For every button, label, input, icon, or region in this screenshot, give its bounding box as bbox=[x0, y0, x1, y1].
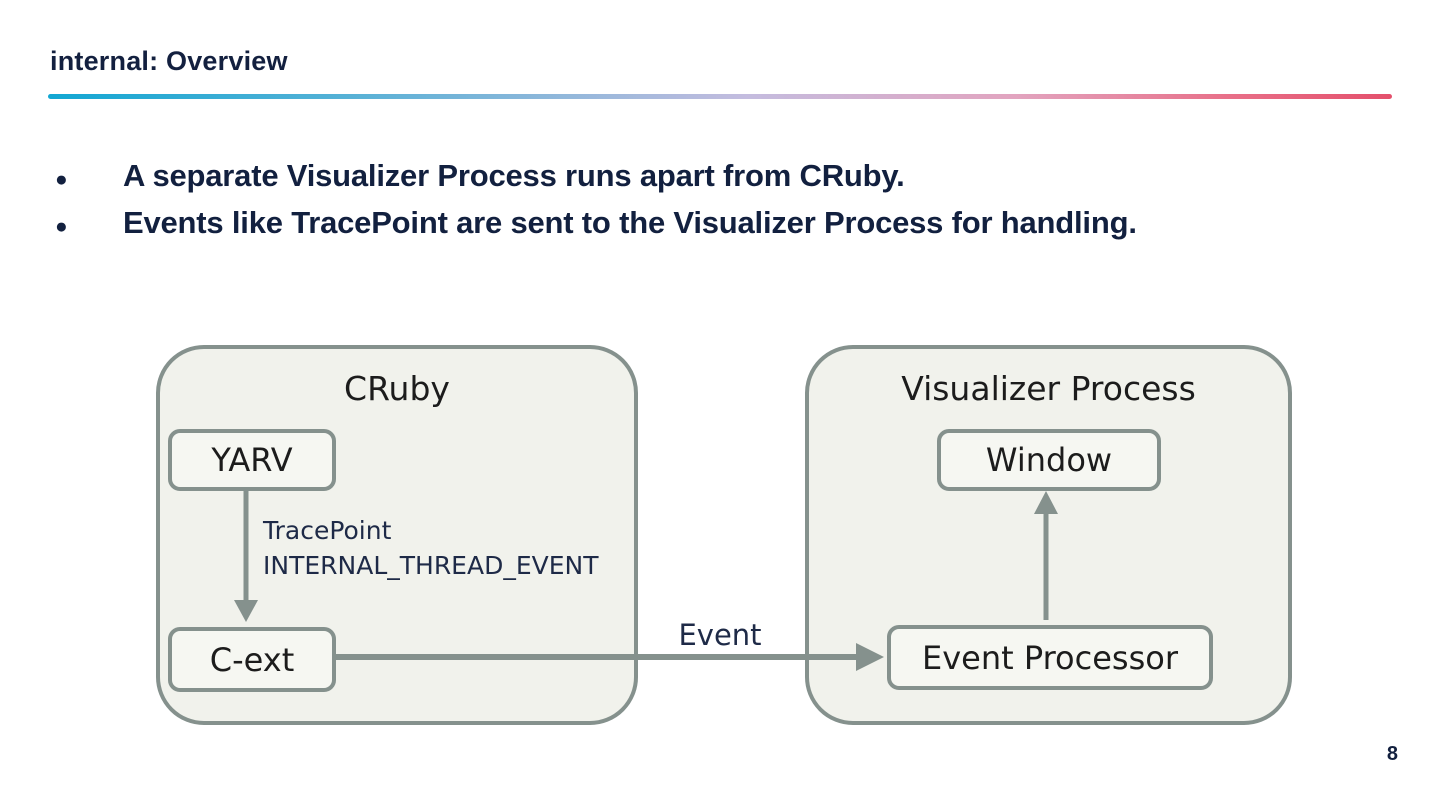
yarv-node: YARV bbox=[168, 429, 336, 491]
bullet-text: Events like TracePoint are sent to the V… bbox=[123, 205, 1137, 240]
event-processor-node: Event Processor bbox=[887, 625, 1213, 690]
event-edge-label: Event bbox=[678, 618, 762, 652]
window-node-label: Window bbox=[985, 441, 1113, 479]
event-processor-node-label: Event Processor bbox=[922, 638, 1178, 677]
page-title: internal: Overview bbox=[50, 46, 288, 76]
bullet-dot-icon: ● bbox=[55, 215, 68, 238]
visualizer-process-container-title: Visualizer Process bbox=[901, 369, 1196, 408]
page-number: 8 bbox=[1386, 743, 1398, 765]
bullet-item: ● A separate Visualizer Process runs apa… bbox=[55, 158, 1395, 194]
window-node: Window bbox=[937, 429, 1161, 491]
bullet-text: A separate Visualizer Process runs apart… bbox=[123, 158, 905, 193]
tracepoint-edge-label-line1: TracePoint bbox=[263, 516, 392, 545]
accent-gradient-rule bbox=[48, 94, 1392, 99]
cruby-container-title: CRuby bbox=[344, 369, 450, 408]
cruby-container: CRuby YARV C-ext bbox=[156, 345, 638, 725]
visualizer-process-container: Visualizer Process Window Event Processo… bbox=[805, 345, 1292, 725]
bullet-item: ● Events like TracePoint are sent to the… bbox=[55, 205, 1395, 241]
cext-node-label: C-ext bbox=[209, 640, 295, 679]
bullet-list: ● A separate Visualizer Process runs apa… bbox=[55, 158, 1395, 252]
cext-node: C-ext bbox=[168, 627, 336, 692]
yarv-node-label: YARV bbox=[211, 441, 293, 479]
bullet-dot-icon: ● bbox=[55, 168, 68, 191]
tracepoint-edge-label: TracePoint INTERNAL_THREAD_EVENT bbox=[263, 513, 599, 583]
tracepoint-edge-label-line2: INTERNAL_THREAD_EVENT bbox=[263, 551, 599, 580]
